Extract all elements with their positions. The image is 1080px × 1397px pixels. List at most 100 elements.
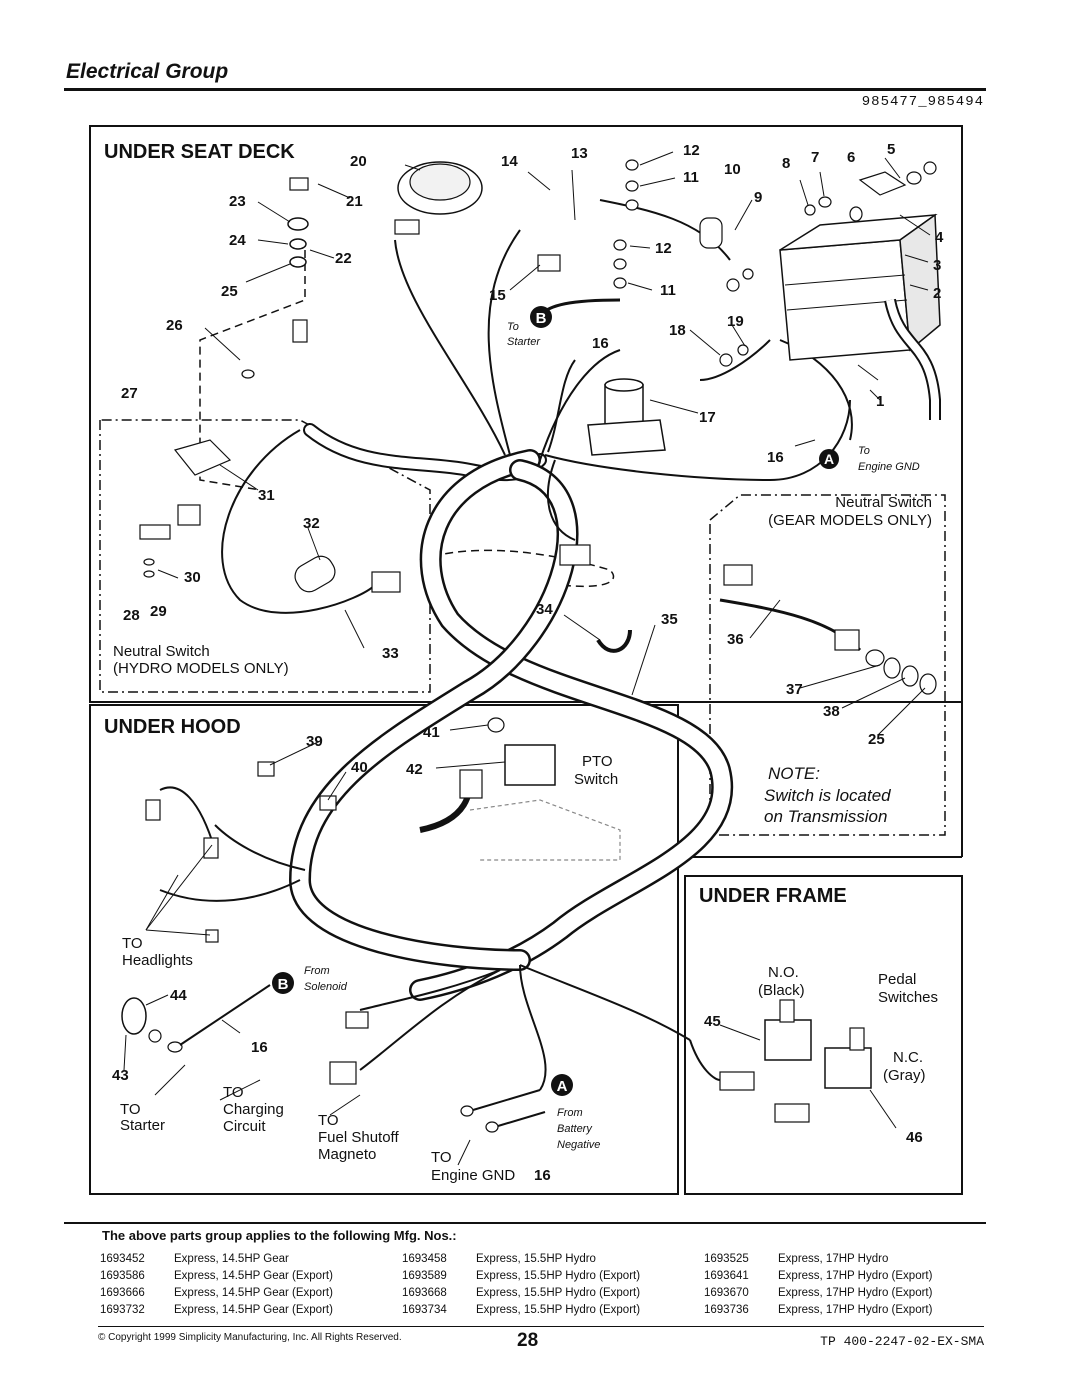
- note-line: on Transmission: [764, 807, 887, 826]
- connector-a-bottom: A: [551, 1074, 573, 1096]
- callout: 17: [699, 409, 716, 426]
- caption: Headlights: [122, 952, 193, 969]
- neutral-switch-hydro: [139, 439, 401, 593]
- callout: 41: [423, 724, 440, 741]
- callout: 11: [660, 282, 676, 299]
- callout: 12: [683, 142, 700, 159]
- caption: Pedal: [878, 971, 916, 988]
- section-under-hood: UNDER HOOD: [104, 716, 241, 738]
- caption: Starter: [507, 336, 541, 348]
- callout: 32: [303, 515, 320, 532]
- callout: 4: [935, 229, 944, 246]
- page-title: Electrical Group: [66, 60, 229, 83]
- mfg-number: 1693452: [100, 1252, 145, 1265]
- svg-text:A: A: [824, 451, 834, 467]
- pto-switch: [459, 717, 621, 861]
- model-description: Express, 15.5HP Hydro (Export): [476, 1286, 641, 1299]
- footer-rule: [98, 1326, 984, 1327]
- callout: 42: [406, 761, 423, 778]
- mfg-number: 1693670: [704, 1286, 749, 1299]
- callout: 5: [887, 141, 895, 158]
- callout: 40: [351, 759, 368, 776]
- callout: 36: [727, 631, 744, 648]
- callout: 16: [592, 335, 609, 352]
- caption: From: [557, 1107, 583, 1119]
- model-description: Express, 17HP Hydro (Export): [778, 1269, 933, 1282]
- caption: Solenoid: [304, 981, 348, 993]
- caption: N.O.: [768, 964, 799, 981]
- mfg-number: 1693641: [704, 1269, 749, 1282]
- battery-hardware: [537, 159, 937, 653]
- callout: 10: [724, 161, 741, 178]
- seat-switch: [394, 161, 483, 235]
- mfg-number: 1693732: [100, 1303, 145, 1316]
- gear-neutral-subframe: [709, 494, 946, 836]
- svg-text:B: B: [536, 310, 547, 327]
- callout: 29: [150, 603, 167, 620]
- battery: [779, 213, 941, 420]
- callout: 35: [661, 611, 678, 628]
- mfg-number: 1693734: [402, 1303, 447, 1316]
- caption: Magneto: [318, 1146, 376, 1163]
- caption: (Black): [758, 982, 805, 999]
- callout: 39: [306, 733, 323, 750]
- callout: 45: [704, 1013, 721, 1030]
- callout: 44: [170, 987, 187, 1004]
- callout: 1: [876, 393, 884, 410]
- callout: 26: [166, 317, 183, 334]
- doc-number: 985477_985494: [861, 94, 984, 110]
- model-description: Express, 17HP Hydro (Export): [778, 1303, 933, 1316]
- pedal-switches: [689, 999, 872, 1123]
- callout: 34: [536, 601, 553, 618]
- note-line: Switch is located: [764, 786, 891, 805]
- caption: To: [507, 321, 519, 333]
- model-description: Express, 14.5HP Gear (Export): [174, 1303, 333, 1316]
- caption: PTO: [582, 753, 613, 770]
- caption: Engine GND: [858, 461, 920, 473]
- callout: 21: [346, 193, 363, 210]
- caption: Neutral Switch: [113, 643, 210, 660]
- callout: 2: [933, 285, 941, 302]
- callout: 27: [121, 385, 138, 402]
- under-hood-frame: [89, 704, 679, 1195]
- callout: 15: [489, 287, 506, 304]
- model-description: Express, 15.5HP Hydro (Export): [476, 1303, 641, 1316]
- captions: To Starter To Engine GND Neutral Switch …: [113, 321, 938, 1184]
- mfg-number: 1693736: [704, 1303, 749, 1316]
- model-description: Express, 17HP Hydro (Export): [778, 1286, 933, 1299]
- callout: 8: [782, 155, 790, 172]
- caption: Switches: [878, 989, 938, 1006]
- caption: TO: [318, 1112, 339, 1129]
- table-row: 1693732 Express, 14.5HP Gear (Export) 1693…: [100, 1301, 1006, 1318]
- callout: 30: [184, 569, 201, 586]
- callout: 3: [933, 257, 941, 274]
- callout: 19: [727, 313, 744, 330]
- callout: 22: [335, 250, 352, 267]
- mfg-number: 1693458: [402, 1252, 447, 1265]
- mfg-number: 1693666: [100, 1286, 145, 1299]
- caption: Starter: [120, 1117, 165, 1134]
- mfg-number: 1693586: [100, 1269, 145, 1282]
- callout: 16: [534, 1167, 551, 1184]
- svg-text:A: A: [557, 1078, 568, 1095]
- under-seat-deck-frame: [89, 125, 963, 703]
- caption: To: [858, 445, 870, 457]
- caption: Engine GND: [431, 1167, 515, 1184]
- callout: 28: [123, 607, 140, 624]
- caption: (Gray): [883, 1067, 926, 1084]
- caption: N.C.: [893, 1049, 923, 1066]
- model-description: Express, 14.5HP Gear: [174, 1252, 289, 1265]
- callout: 23: [229, 193, 246, 210]
- caption: (HYDRO MODELS ONLY): [113, 660, 289, 677]
- svg-text:B: B: [278, 976, 289, 993]
- model-description: Express, 14.5HP Gear (Export): [174, 1269, 333, 1282]
- caption: Negative: [557, 1139, 600, 1151]
- under-frame-frame: [684, 875, 963, 1195]
- mfg-number: 1693589: [402, 1269, 447, 1282]
- callout: 18: [669, 322, 686, 339]
- callout: 24: [229, 232, 246, 249]
- caption: Charging: [223, 1101, 284, 1118]
- callout: 7: [811, 149, 819, 166]
